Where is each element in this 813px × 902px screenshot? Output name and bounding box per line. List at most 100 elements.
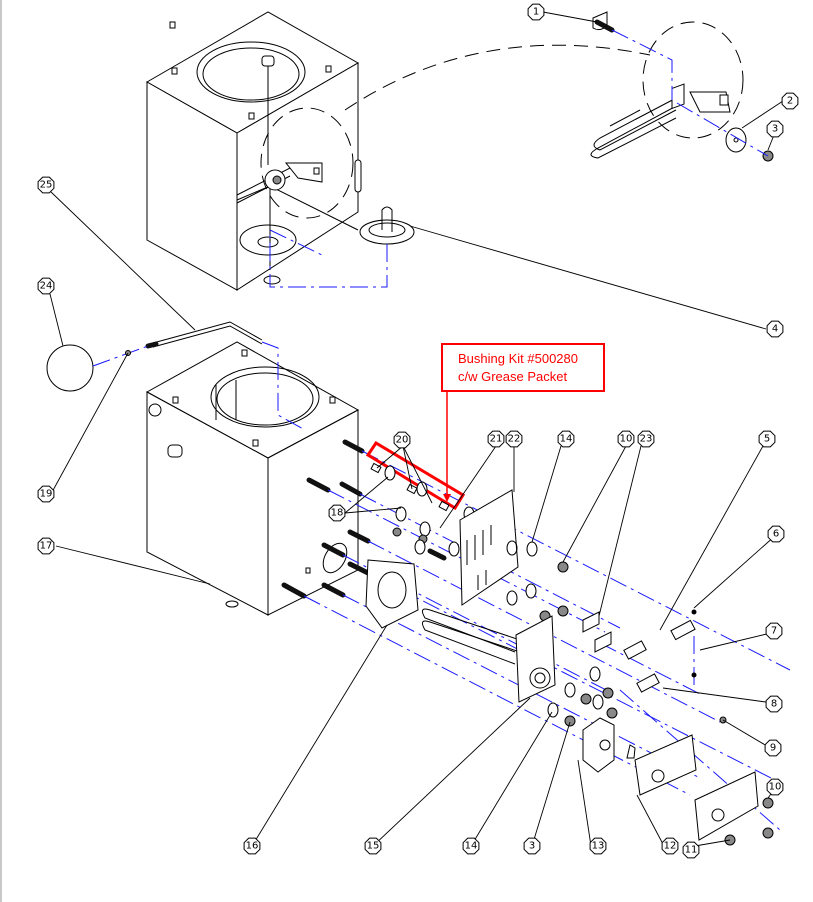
item-balloon-6: 6 — [767, 525, 785, 543]
balloon-label: 24 — [40, 281, 53, 292]
balloon-shape — [766, 320, 784, 338]
balloon-shape — [37, 485, 55, 503]
item-balloon-12: 12 — [661, 837, 679, 855]
item-balloon-2: 2 — [781, 92, 799, 110]
lower-tank — [145, 321, 371, 616]
balloon-label: 10 — [620, 434, 633, 445]
balloon-shape — [765, 622, 783, 640]
item-balloon-24: 24 — [37, 277, 55, 295]
balloon-label: 19 — [40, 489, 53, 500]
balloon-shape — [527, 3, 545, 21]
balloon-label: 7 — [771, 626, 777, 637]
item-balloon-9: 9 — [764, 739, 782, 757]
balloon-shape — [487, 430, 505, 448]
balloon-shape — [767, 525, 785, 543]
thermostat-assembly — [582, 717, 759, 841]
balloon-label: 3 — [529, 841, 535, 852]
item-balloon-25: 25 — [37, 176, 55, 194]
balloon-shape — [243, 837, 261, 855]
item-balloon-7: 7 — [765, 622, 783, 640]
hardware — [392, 506, 774, 846]
balloon-label: 9 — [770, 743, 776, 754]
balloon-shape — [364, 837, 382, 855]
balloon-label: 13 — [592, 841, 605, 852]
balloon-label: 17 — [40, 541, 53, 552]
balloon-label: 8 — [771, 699, 777, 710]
balloon-shape — [523, 837, 541, 855]
balloon-shape — [328, 504, 346, 522]
item-balloon-10: 10 — [766, 778, 784, 796]
item-balloon-22: 22 — [505, 430, 523, 448]
balloon-shape — [462, 837, 480, 855]
item-balloon-14: 14 — [557, 430, 575, 448]
balloon-label: 10 — [769, 782, 782, 793]
balloon-label: 3 — [772, 124, 778, 135]
balloon-label: 5 — [764, 434, 770, 445]
balloon-label: 14 — [465, 841, 478, 852]
item-balloon-16: 16 — [243, 837, 261, 855]
heating-element — [421, 608, 556, 703]
item-balloon-4: 4 — [766, 320, 784, 338]
item-balloon-5: 5 — [758, 430, 776, 448]
page-border — [0, 0, 2, 902]
balloon-shape — [766, 120, 784, 138]
balloon-label: 11 — [685, 845, 698, 856]
item-balloon-10: 10 — [617, 430, 635, 448]
balloon-shape — [766, 778, 784, 796]
item-balloon-20: 20 — [393, 431, 411, 449]
balloon-shape — [682, 841, 700, 859]
basket-part — [269, 206, 415, 288]
balloon-shape — [765, 695, 783, 713]
item-balloon-15: 15 — [364, 837, 382, 855]
item-balloon-13: 13 — [589, 837, 607, 855]
callout-line-1: Bushing Kit #500280 — [458, 351, 578, 366]
balloon-shape — [393, 431, 411, 449]
balloon-label: 14 — [560, 434, 573, 445]
balloon-label: 20 — [396, 435, 409, 446]
balloon-label: 18 — [331, 508, 344, 519]
balloon-label: 4 — [772, 324, 778, 335]
balloon-shape — [661, 837, 679, 855]
balloon-shape — [37, 176, 55, 194]
float-ball — [46, 344, 94, 392]
balloon-label: 22 — [508, 434, 521, 445]
balloon-shape — [758, 430, 776, 448]
balloon-label: 6 — [773, 529, 779, 540]
item-balloon-21: 21 — [487, 430, 505, 448]
balloon-shape — [617, 430, 635, 448]
leader-lines — [49, 11, 784, 847]
item-balloon-11: 11 — [682, 841, 700, 859]
slotted-plate — [459, 489, 519, 606]
element-detail — [590, 11, 774, 162]
item-balloon-8: 8 — [765, 695, 783, 713]
balloon-shape — [505, 430, 523, 448]
item-balloon-19: 19 — [37, 485, 55, 503]
item-balloon-3: 3 — [523, 837, 541, 855]
switch-parts — [582, 609, 697, 693]
balloon-label: 16 — [246, 841, 259, 852]
balloon-shape — [781, 92, 799, 110]
balloon-shape — [764, 739, 782, 757]
balloon-shape — [589, 837, 607, 855]
item-balloon-3: 3 — [766, 120, 784, 138]
gasket — [365, 559, 419, 629]
balloon-label: 1 — [533, 7, 539, 18]
item-balloon-17: 17 — [37, 537, 55, 555]
upper-tank — [145, 11, 651, 291]
item-balloon-18: 18 — [328, 504, 346, 522]
balloon-label: 15 — [367, 841, 380, 852]
item-balloon-23: 23 — [637, 430, 655, 448]
balloon-shape — [37, 537, 55, 555]
balloon-shape — [37, 277, 55, 295]
balloon-shape — [637, 430, 655, 448]
bushing-kit-callout: Bushing Kit #500280 c/w Grease Packet — [441, 343, 605, 392]
balloon-label: 21 — [490, 434, 503, 445]
callout-line-2: c/w Grease Packet — [458, 369, 568, 384]
item-balloon-14: 14 — [462, 837, 480, 855]
balloon-label: 23 — [640, 434, 653, 445]
balloon-label: 25 — [40, 180, 53, 191]
balloon-label: 2 — [787, 96, 793, 107]
balloon-shape — [557, 430, 575, 448]
